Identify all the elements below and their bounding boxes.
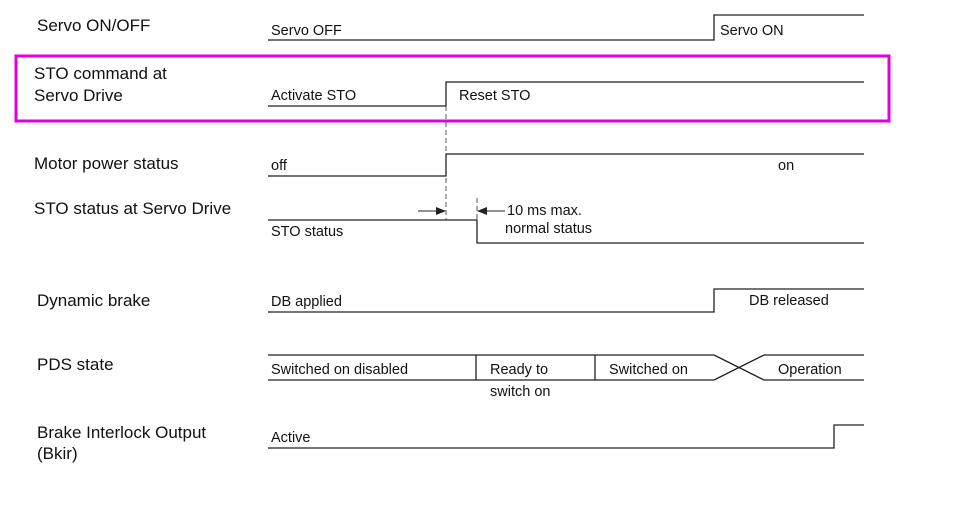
sto-status-state-label: STO status xyxy=(271,224,343,240)
reset-sto-label: Reset STO xyxy=(459,88,530,104)
servo-waveform xyxy=(268,14,864,41)
servo-row-label: Servo ON/OFF xyxy=(37,16,150,35)
motor-power-row-label: Motor power status xyxy=(34,154,179,173)
brake-interlock-active-label: Active xyxy=(271,430,311,446)
pds-state-transition-cross xyxy=(713,354,765,381)
brake-interlock-row-label-line1: Brake Interlock Output xyxy=(37,423,206,442)
sto-status-row-label: STO status at Servo Drive xyxy=(34,199,231,218)
brake-interlock-row-label-line2: (Bkir) xyxy=(37,444,78,463)
db-applied-label: DB applied xyxy=(271,294,342,310)
sto-command-row-label-line1: STO command at xyxy=(34,64,167,83)
pds-state-row-label: PDS state xyxy=(37,355,114,374)
pds-switched-on-disabled-label: Switched on disabled xyxy=(271,362,408,378)
dynamic-brake-waveform xyxy=(268,288,864,313)
brake-interlock-waveform xyxy=(268,424,864,449)
servo-on-label: Servo ON xyxy=(720,23,784,39)
pds-ready-to-switch-on-label-line1: Ready to xyxy=(490,362,548,378)
delay-annotation: 10 ms max. xyxy=(507,203,582,219)
sto-status-waveform xyxy=(268,219,864,244)
pds-switched-on-label: Switched on xyxy=(609,362,688,378)
delay-arrow-right-head xyxy=(477,207,487,215)
delay-arrow-left-head xyxy=(436,207,446,215)
servo-off-label: Servo OFF xyxy=(271,23,342,39)
normal-status-label: normal status xyxy=(505,221,592,237)
dynamic-brake-row-label: Dynamic brake xyxy=(37,291,150,310)
pds-operation-label: Operation xyxy=(778,362,842,378)
sto-command-waveform xyxy=(268,81,864,107)
activate-sto-label: Activate STO xyxy=(271,88,356,104)
sto-command-highlight-frame xyxy=(14,54,891,123)
motor-off-label: off xyxy=(271,158,288,174)
motor-power-waveform xyxy=(268,153,864,177)
db-released-label: DB released xyxy=(749,293,829,309)
pds-ready-to-switch-on-label-line2: switch on xyxy=(490,384,550,400)
sto-command-row-label-line2: Servo Drive xyxy=(34,86,123,105)
motor-on-label: on xyxy=(778,158,794,174)
